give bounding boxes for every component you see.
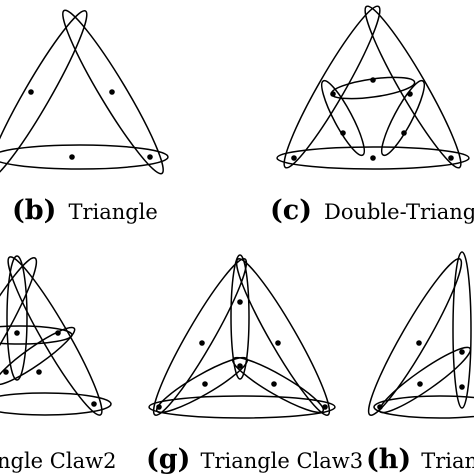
- outer-hyperedge-bottom-c: [276, 146, 470, 170]
- hyperedge-left-g: [152, 258, 248, 416]
- caption-c-name: Double-Triang: [324, 200, 474, 224]
- panel-h-partial: [367, 251, 474, 419]
- inner-hyperedge-left-c: [320, 79, 366, 157]
- vertex: [377, 404, 383, 410]
- claw-right-g: [231, 356, 325, 414]
- vertex: [55, 330, 61, 336]
- vertex: [91, 401, 97, 407]
- hyperedge-left-h: [367, 258, 463, 416]
- vertex: [275, 340, 281, 346]
- hyperedge-bottom-b: [0, 144, 169, 170]
- hyperedge-vertical-h: [452, 251, 472, 409]
- vertex: [407, 91, 413, 97]
- caption-h: (h) Triang: [366, 444, 474, 474]
- hyperedge-right-f: [7, 256, 103, 416]
- vertex: [36, 369, 42, 375]
- caption-h-name: Triang: [421, 449, 474, 473]
- panel-c-vertices: [291, 77, 454, 161]
- vertex: [147, 154, 153, 160]
- panel-g-triangle-claw3: [148, 254, 336, 419]
- vertex: [237, 363, 243, 369]
- caption-f-name: ngle Claw2: [0, 449, 116, 473]
- vertex: [237, 299, 243, 305]
- caption-b-name: Triangle: [68, 200, 157, 224]
- vertex: [401, 130, 407, 136]
- panel-g-vertices: [156, 299, 328, 410]
- vertex: [322, 404, 328, 410]
- hyperedge-diag-h: [378, 346, 472, 414]
- caption-h-letter: (h): [366, 444, 411, 474]
- vertex: [370, 155, 376, 161]
- caption-g: (g) Triangle Claw3: [146, 444, 363, 474]
- vertex: [330, 91, 336, 97]
- caption-b: (b) Triangle: [12, 195, 158, 226]
- panel-f-vertices: [3, 330, 97, 407]
- hyperedge-bottom-h: [373, 395, 474, 419]
- vertex: [199, 340, 205, 346]
- vertex: [271, 381, 277, 387]
- panel-b-triangle: [0, 9, 169, 181]
- panel-f-triangle-claw2: [0, 255, 112, 416]
- claw-vertical-g: [230, 254, 250, 380]
- vertex: [291, 155, 297, 161]
- hyperedge-right-b: [62, 9, 164, 175]
- hyperedge-right-g: [235, 258, 331, 416]
- hyperedge-bottom-f: [0, 392, 112, 416]
- vertex: [109, 89, 115, 95]
- hyperedge-diag-f: [0, 326, 76, 386]
- vertex: [416, 340, 422, 346]
- caption-f: ngle Claw2: [0, 449, 116, 473]
- claw-left-g: [155, 356, 249, 414]
- panel-b-vertices: [28, 89, 153, 160]
- vertex: [459, 349, 465, 355]
- vertex: [340, 130, 346, 136]
- hyperedge-left-f: [0, 257, 38, 415]
- caption-c: (c) Double-Triang: [270, 195, 474, 226]
- vertex: [69, 154, 75, 160]
- panel-h-vertices: [377, 340, 465, 410]
- vertex: [202, 381, 208, 387]
- hyperedge-left-b: [0, 9, 88, 181]
- caption-g-name: Triangle Claw3: [200, 449, 363, 473]
- vertex: [156, 404, 162, 410]
- vertex: [448, 155, 454, 161]
- caption-g-letter: (g): [146, 444, 190, 474]
- outer-hyperedge-left-c: [283, 5, 381, 169]
- hyperedge-bottom-g: [148, 395, 336, 419]
- inner-hyperedge-right-c: [380, 79, 426, 157]
- vertex: [28, 89, 34, 95]
- vertex: [459, 384, 465, 390]
- caption-b-letter: (b): [12, 195, 56, 226]
- caption-c-letter: (c): [270, 195, 312, 226]
- outer-hyperedge-right-c: [364, 5, 462, 169]
- hyperedge-vertical-f: [6, 255, 28, 381]
- vertex: [370, 77, 376, 83]
- vertex: [3, 369, 9, 375]
- panel-c-double-triangle: [276, 5, 470, 170]
- vertex: [417, 381, 423, 387]
- vertex: [14, 330, 20, 336]
